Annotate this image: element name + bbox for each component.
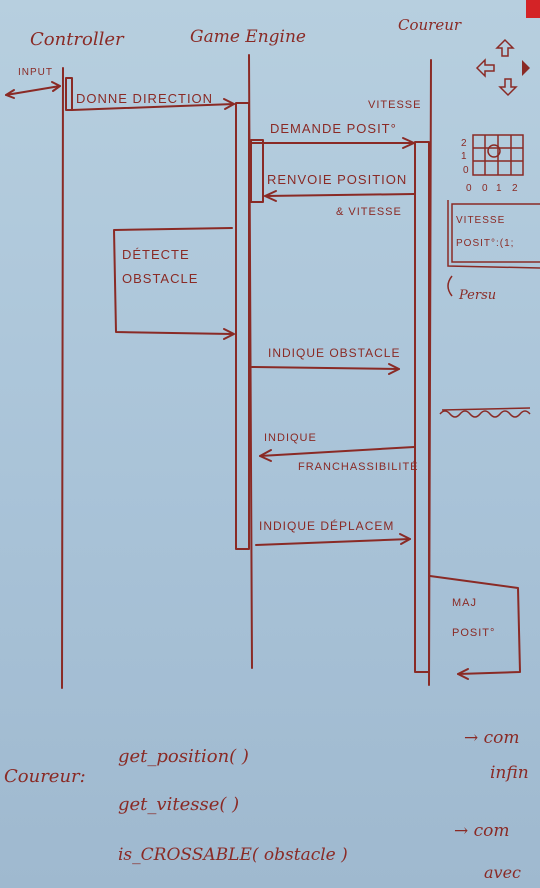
demande-position-arrowhead [402, 137, 415, 149]
direction-arrows-icon [475, 38, 530, 97]
detecte-obstacle-label-line2: OBSTACLE [122, 271, 198, 286]
grid-x-label-a: 0 [466, 183, 473, 194]
red-paper-edge [526, 0, 540, 18]
grid-x-label-b: 0 [482, 183, 489, 194]
message-indique-obstacle-label: INDIQUE OBSTACLE [268, 346, 400, 360]
message-indique-label: INDIQUE [264, 432, 317, 444]
lifeline-label-game-engine: Game Engine [190, 27, 306, 47]
method-get-vitesse: get_vitesse( ) [118, 794, 239, 815]
crossed-out-scribble [439, 410, 531, 418]
grid-y-label-2: 2 [461, 138, 468, 149]
scribble-strike [441, 407, 531, 411]
coureur-activation [414, 141, 430, 673]
margin-note-1b: infin [490, 763, 529, 783]
input-arrowhead [51, 81, 61, 92]
message-indique-deplacement-arrow [255, 538, 411, 546]
input-arrowtail [5, 89, 15, 99]
controller-lifeline [61, 67, 64, 689]
indique-obstacle-arrowhead [388, 363, 400, 375]
message-renvoie-position-arrow [264, 193, 415, 197]
game-engine-activation [235, 102, 250, 550]
message-renvoie-position-label: RENVOIE POSITION [267, 172, 407, 187]
margin-note-1a: → com [464, 728, 520, 748]
position-grid-sketch [472, 134, 524, 176]
message-donne-direction-label: DONNE DIRECTION [76, 91, 213, 106]
message-input-label: INPUT [18, 67, 53, 78]
detecte-obstacle-arrowhead [223, 328, 235, 340]
methods-prefix: Coureur: [4, 766, 86, 787]
grid-x-label-d: 2 [512, 183, 519, 194]
persu-note: Persu [458, 288, 496, 303]
indique-deplacement-arrowhead [399, 533, 411, 545]
vitesse-box-left-frame [447, 200, 540, 269]
message-franchissibilite-arrow [259, 446, 415, 457]
franchissibilite-arrowhead [259, 449, 272, 462]
message-indique-deplacement-label: INDIQUE DÉPLACEM [259, 518, 394, 533]
lifeline-label-coureur: Coureur [398, 16, 462, 34]
controller-activation [65, 77, 73, 111]
message-input-arrow [5, 85, 61, 96]
vitesse-position-box [451, 203, 540, 263]
detecte-obstacle-label-line1: DÉTECTE [122, 247, 190, 262]
game-engine-activation-inner [250, 139, 264, 203]
detecte-obstacle-frame [113, 227, 233, 335]
message-vitesse-label: VITESSE [368, 99, 421, 111]
maj-label-line1: MAJ [452, 597, 477, 609]
message-demande-position-label: DEMANDE POSIT° [270, 121, 397, 136]
vitesse-box-line1: VITESSE [456, 215, 505, 226]
method-is-crossable: is_CROSSABLE( obstacle ) [118, 845, 348, 865]
message-donne-direction-arrow [71, 103, 235, 111]
message-indique-obstacle-arrow [251, 366, 400, 370]
grid-x-label-c: 1 [496, 183, 503, 194]
vitesse-box-line2: POSIT°:(1; [456, 238, 514, 249]
persu-bracket [447, 275, 453, 297]
margin-note-2b: avec [484, 863, 521, 882]
message-franchissibilite-label: FRANCHASSIBILITÉ [298, 460, 419, 473]
renvoie-position-arrowhead [264, 190, 277, 202]
grid-y-label-1: 1 [461, 151, 468, 162]
grid-y-label-0: 0 [463, 165, 470, 176]
donne-direction-arrowhead [223, 98, 235, 110]
message-et-vitesse-label: & VITESSE [336, 206, 402, 218]
margin-note-2a: → com [454, 821, 510, 841]
method-get-position: get_position( ) [118, 746, 249, 767]
maj-label-line2: POSIT° [452, 627, 495, 639]
lifeline-label-controller: Controller [30, 29, 125, 50]
maj-position-arrowhead [457, 668, 469, 680]
maj-position-frame [429, 575, 521, 675]
